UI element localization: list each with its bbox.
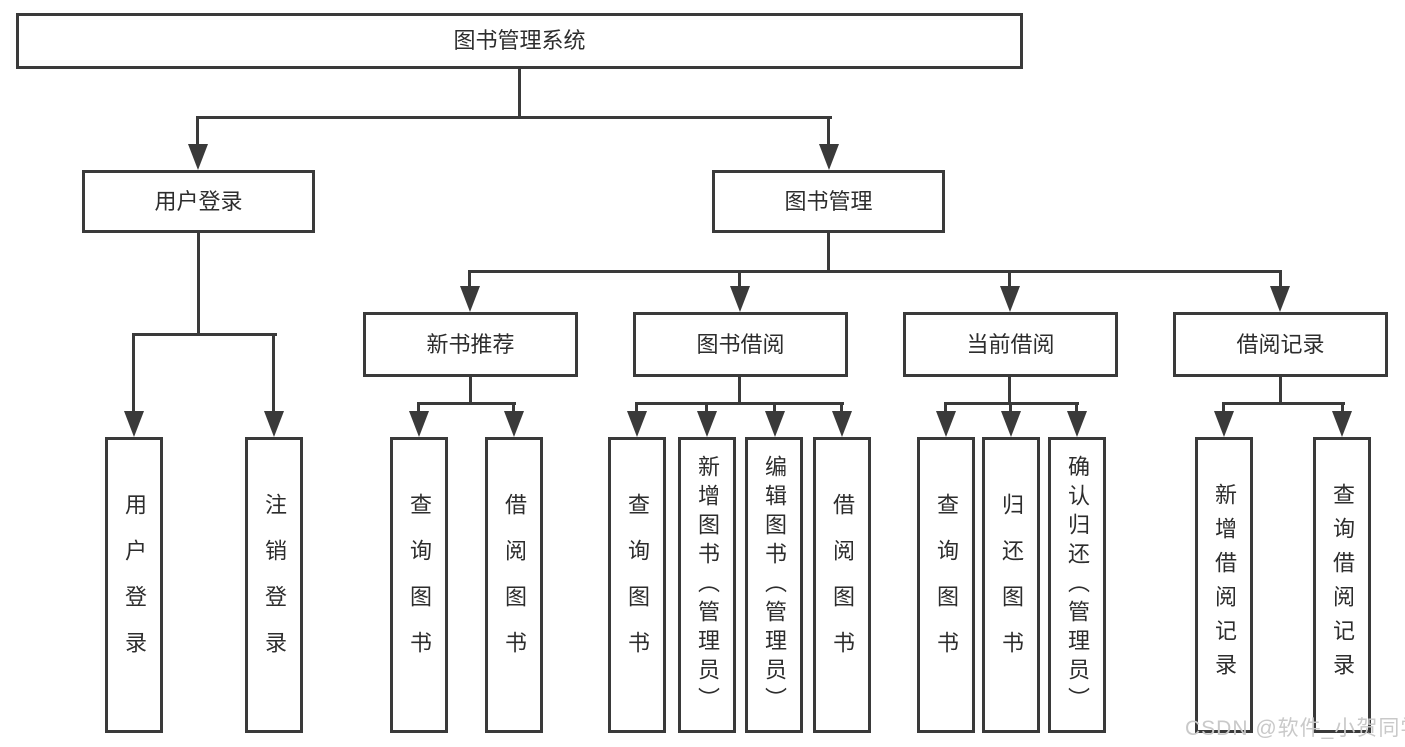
- connector-line: [1279, 377, 1282, 405]
- connector-line: [1075, 402, 1078, 414]
- arrow-down-icon: [936, 411, 956, 437]
- arrow-down-icon: [1270, 286, 1290, 312]
- arrow-down-icon: [460, 286, 480, 312]
- connector-line: [512, 402, 515, 414]
- connector-line: [773, 402, 776, 414]
- connector-line: [468, 270, 1282, 273]
- connector-line: [196, 116, 832, 119]
- leaf-current-query-books: 查询图书: [917, 437, 975, 733]
- connector-line: [827, 116, 830, 146]
- arrow-down-icon: [627, 411, 647, 437]
- arrow-down-icon: [1214, 411, 1234, 437]
- node-book-management: 图书管理: [712, 170, 945, 233]
- connector-line: [1008, 377, 1011, 405]
- connector-line: [705, 402, 708, 414]
- connector-line: [738, 377, 741, 405]
- connector-line: [1279, 270, 1282, 290]
- arrow-down-icon: [1000, 286, 1020, 312]
- arrow-down-icon: [188, 144, 208, 170]
- connector-line: [1341, 402, 1344, 414]
- connector-line: [272, 333, 275, 415]
- node-user-login: 用户登录: [82, 170, 315, 233]
- connector-line: [132, 333, 277, 336]
- node-root-library-system: 图书管理系统: [16, 13, 1023, 69]
- connector-line: [417, 402, 420, 414]
- node-current-borrowing: 当前借阅: [903, 312, 1118, 377]
- leaf-query-borrow-record: 查询借阅记录: [1313, 437, 1371, 733]
- leaf-logout: 注销登录: [245, 437, 303, 733]
- connector-line: [827, 233, 830, 273]
- arrow-down-icon: [765, 411, 785, 437]
- connector-line: [840, 402, 843, 414]
- connector-line: [469, 377, 472, 405]
- connector-line: [738, 270, 741, 290]
- leaf-recommend-borrow-books: 借阅图书: [485, 437, 543, 733]
- connector-line: [132, 333, 135, 415]
- leaf-add-book-admin: 新增图书（管理员）: [678, 437, 736, 733]
- node-new-book-recommendation: 新书推荐: [363, 312, 578, 377]
- connector-line: [1008, 270, 1011, 290]
- arrow-down-icon: [832, 411, 852, 437]
- arrow-down-icon: [730, 286, 750, 312]
- leaf-borrowing-borrow-books: 借阅图书: [813, 437, 871, 733]
- connector-line: [1222, 402, 1225, 414]
- leaf-recommend-query-books: 查询图书: [390, 437, 448, 733]
- watermark: CSDN @软件_小贺同学: [1185, 717, 1405, 740]
- leaf-user-login: 用户登录: [105, 437, 163, 733]
- leaf-confirm-return-admin: 确认归还（管理员）: [1048, 437, 1106, 733]
- node-borrowing-records: 借阅记录: [1173, 312, 1388, 377]
- leaf-edit-book-admin: 编辑图书（管理员）: [745, 437, 803, 733]
- leaf-add-borrow-record: 新增借阅记录: [1195, 437, 1253, 733]
- connector-line: [1222, 402, 1345, 405]
- node-book-borrowing: 图书借阅: [633, 312, 848, 377]
- connector-line: [468, 270, 471, 290]
- connector-line: [518, 69, 521, 119]
- connector-line: [635, 402, 638, 414]
- arrow-down-icon: [819, 144, 839, 170]
- connector-line: [1009, 402, 1012, 414]
- connector-line: [197, 233, 200, 336]
- arrow-down-icon: [1067, 411, 1087, 437]
- connector-line: [417, 402, 516, 405]
- connector-line: [196, 116, 199, 146]
- arrow-down-icon: [264, 411, 284, 437]
- arrow-down-icon: [697, 411, 717, 437]
- arrow-down-icon: [124, 411, 144, 437]
- leaf-return-book: 归还图书: [982, 437, 1040, 733]
- leaf-borrowing-query-books: 查询图书: [608, 437, 666, 733]
- connector-line: [944, 402, 947, 414]
- arrow-down-icon: [504, 411, 524, 437]
- arrow-down-icon: [409, 411, 429, 437]
- connector-line: [635, 402, 844, 405]
- arrow-down-icon: [1001, 411, 1021, 437]
- arrow-down-icon: [1332, 411, 1352, 437]
